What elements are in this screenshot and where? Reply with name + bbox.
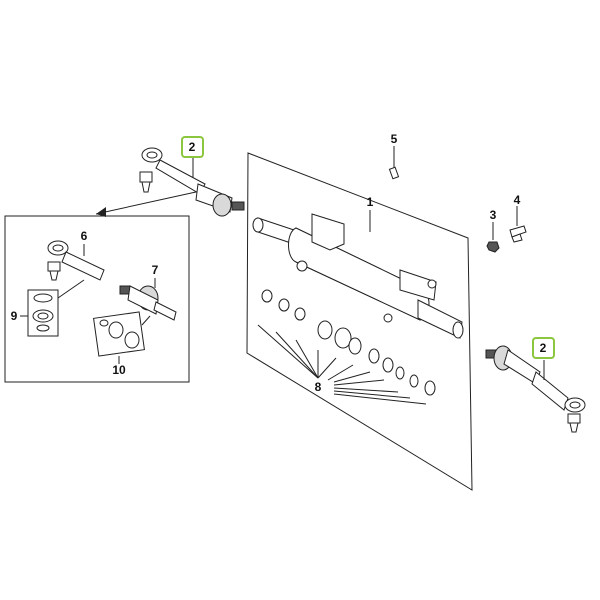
detail-pointer-arrow (96, 207, 106, 217)
callout-2-highlight-lower (532, 337, 555, 359)
callout-2-upper: 2 (189, 140, 196, 154)
callout-2-lower: 2 (540, 341, 547, 355)
kit-10-box (93, 311, 145, 357)
callout-1: 1 (367, 195, 374, 209)
tie-rod-end-upper-left (139, 147, 245, 217)
tie-rod-end-lower-right (485, 345, 586, 433)
callout-4: 4 (514, 193, 521, 207)
callout-5: 5 (391, 132, 398, 146)
callout-3: 3 (490, 208, 497, 222)
callout-6: 6 (81, 229, 88, 243)
callout-8: 8 (315, 380, 322, 394)
callouts: 2 2 1 5 3 4 6 7 8 9 10 (11, 132, 555, 394)
steering-cylinder (252, 213, 464, 339)
seal-kit-rings (257, 289, 436, 405)
detail-inset-box (4, 189, 206, 383)
callout-9: 9 (11, 309, 18, 323)
callout-2-highlight-upper (181, 136, 204, 158)
inset-parts (20, 240, 177, 364)
detail-pointer-line (95, 189, 206, 215)
hardware-parts (192, 146, 545, 380)
callout-10: 10 (112, 363, 126, 377)
kit-9-box (27, 289, 59, 337)
cylinder-panel (246, 152, 473, 491)
callout-7: 7 (152, 263, 159, 277)
